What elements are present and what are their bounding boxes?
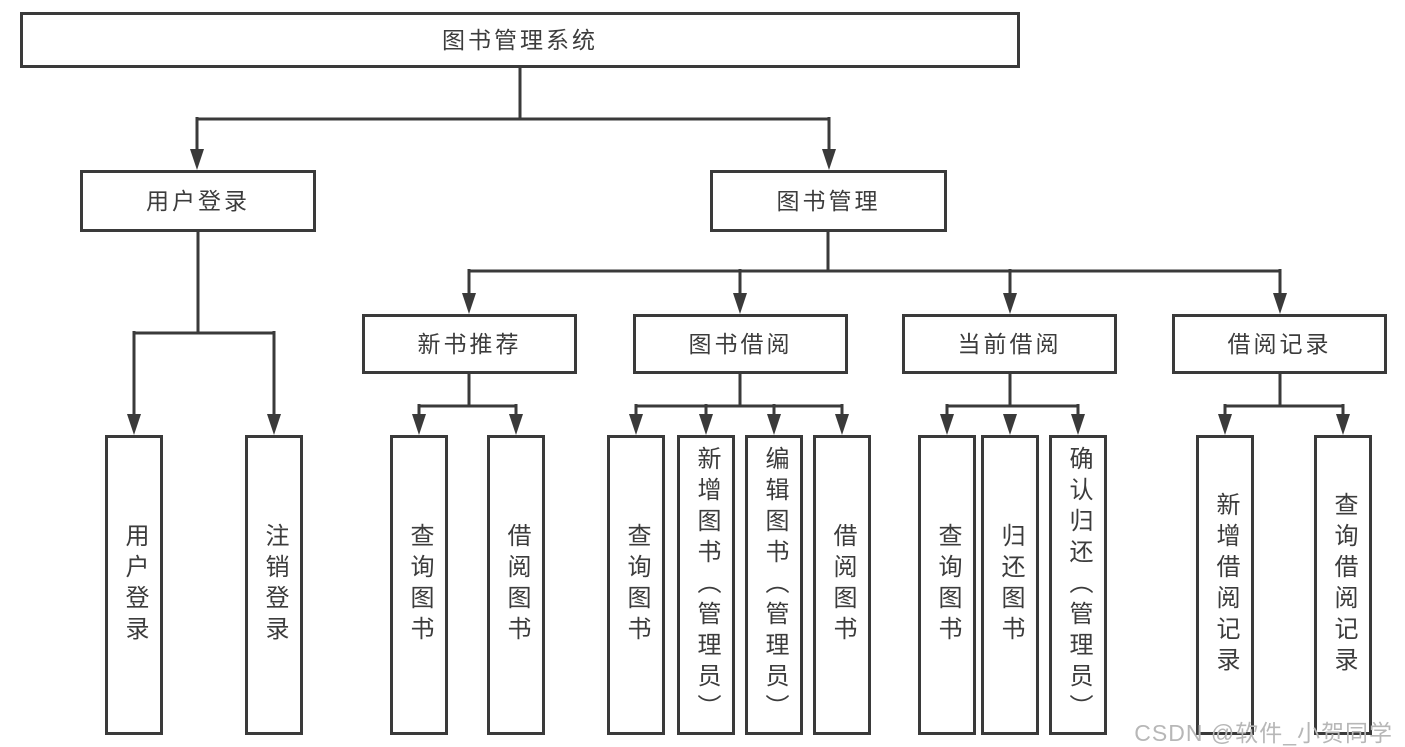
node-label: 新增图书（管理员） <box>693 445 720 725</box>
node-label: 新书推荐 <box>417 330 522 357</box>
leaf-query-borrow-record: 查询借阅记录 <box>1314 435 1372 735</box>
node-current-borrowing: 当前借阅 <box>902 314 1117 374</box>
node-book-borrowing: 图书借阅 <box>633 314 848 374</box>
node-label: 归还图书 <box>997 523 1024 647</box>
connector-newbooks-to-leaves <box>417 374 518 422</box>
connector-borrowrecords-to-leaves <box>1223 374 1345 422</box>
leaf-confirm-return-admin: 确认归还（管理员） <box>1049 435 1107 735</box>
leaf-add-books-admin: 新增图书（管理员） <box>677 435 735 735</box>
node-label: 确认归还（管理员） <box>1065 445 1092 725</box>
csdn-watermark: CSDN @软件_小贺同学 <box>1134 720 1393 746</box>
leaf-query-books: 查询图书 <box>918 435 976 735</box>
leaf-query-books: 查询图书 <box>607 435 665 735</box>
node-label: 图书管理 <box>776 187 881 214</box>
leaf-query-books: 查询图书 <box>390 435 448 735</box>
connector-currentborrow-to-leaves <box>945 374 1080 422</box>
node-label: 图书管理系统 <box>442 26 598 53</box>
connector-bookmgmt-to-level3 <box>467 232 1282 301</box>
node-label: 注销登录 <box>261 523 288 647</box>
leaf-borrow-books: 借阅图书 <box>813 435 871 735</box>
node-library-management-system: 图书管理系统 <box>20 12 1020 68</box>
node-label: 查询图书 <box>934 523 961 647</box>
connector-root-to-level2 <box>195 68 831 158</box>
node-book-management: 图书管理 <box>710 170 947 232</box>
leaf-return-books: 归还图书 <box>981 435 1039 735</box>
node-label: 编辑图书（管理员） <box>761 445 788 725</box>
connector-bookborrow-to-leaves <box>634 374 844 422</box>
node-label: 新增借阅记录 <box>1212 492 1239 678</box>
node-label: 借阅记录 <box>1227 330 1332 357</box>
node-label: 图书借阅 <box>688 330 793 357</box>
node-label: 用户登录 <box>121 523 148 647</box>
node-label: 查询图书 <box>406 523 433 647</box>
leaf-borrow-books: 借阅图书 <box>487 435 545 735</box>
leaf-edit-books-admin: 编辑图书（管理员） <box>745 435 803 735</box>
node-new-book-recommend: 新书推荐 <box>362 314 577 374</box>
leaf-logout: 注销登录 <box>245 435 303 735</box>
node-label: 查询图书 <box>623 523 650 647</box>
node-user-login: 用户登录 <box>80 170 316 232</box>
node-label: 当前借阅 <box>957 330 1062 357</box>
node-label: 查询借阅记录 <box>1330 492 1357 678</box>
node-label: 借阅图书 <box>829 523 856 647</box>
leaf-add-borrow-record: 新增借阅记录 <box>1196 435 1254 735</box>
node-label: 借阅图书 <box>503 523 530 647</box>
leaf-user-login: 用户登录 <box>105 435 163 735</box>
node-borrowing-records: 借阅记录 <box>1172 314 1387 374</box>
connector-userlogin-to-leaves <box>132 232 276 422</box>
node-label: 用户登录 <box>146 187 250 214</box>
